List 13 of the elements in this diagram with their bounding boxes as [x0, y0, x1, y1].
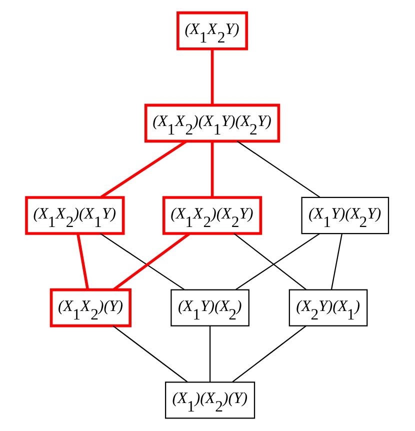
- connector: [210, 48, 214, 105]
- connector: [234, 233, 306, 290]
- connector: [112, 325, 188, 382]
- connector: [235, 233, 320, 290]
- connector: [236, 140, 320, 198]
- connector: [76, 233, 90, 290]
- connector: [330, 233, 343, 290]
- connector: [209, 326, 211, 382]
- connector: [100, 140, 188, 198]
- connector: [113, 232, 190, 291]
- connector: [232, 325, 306, 382]
- connector: [210, 141, 214, 198]
- connector: [100, 233, 185, 290]
